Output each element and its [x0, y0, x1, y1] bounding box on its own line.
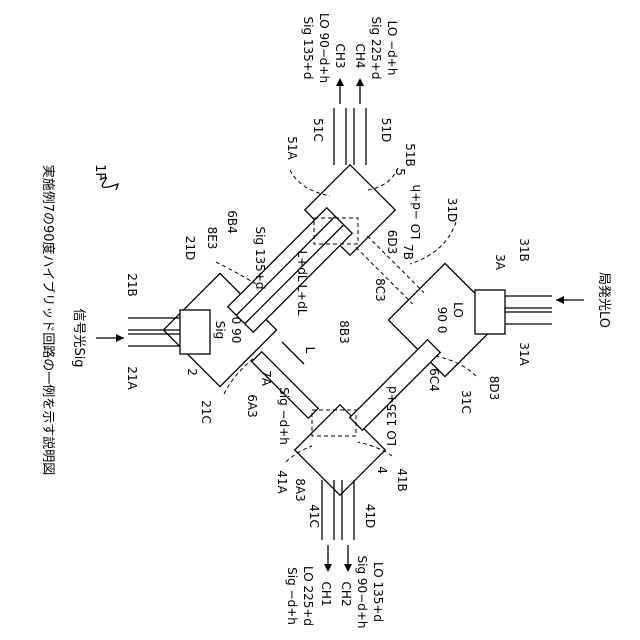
label-l: L	[303, 347, 317, 354]
ref-51A: 51A	[285, 136, 299, 160]
ch2-sig: Sig 90−d+h	[355, 556, 369, 629]
label-lo-90-0-a: 90 0	[435, 307, 449, 334]
figure-label-arrow	[112, 184, 118, 190]
ref-6B4: 6B4	[225, 210, 239, 234]
ch3-lo: LO 90−d+h	[317, 13, 331, 83]
waveguide-band-upper-left	[228, 208, 352, 332]
ref-3A: 3A	[493, 254, 507, 271]
label-sig-0-90-b: 0 90	[229, 317, 243, 344]
length-arrow	[282, 342, 304, 364]
ch3-label: CH3	[333, 43, 347, 68]
ch4-lo: LO −d+h	[385, 21, 399, 76]
ch3-arrow-head	[336, 78, 344, 86]
label-lo-90-0-b: LO	[451, 302, 465, 318]
ref-8E3: 8E3	[205, 227, 219, 250]
ref-41B: 41B	[395, 468, 409, 492]
ref-41C: 41C	[307, 504, 321, 528]
ref-4: 4	[375, 466, 389, 474]
ref-51B: 51B	[403, 143, 417, 167]
ch1-sig: Sig −d+h	[285, 567, 299, 625]
ch1-lo: LO 225+d	[301, 566, 315, 626]
label-lo-m-d-p-h: LO −d+h	[409, 185, 423, 240]
ref-21D: 21D	[183, 236, 197, 261]
ch1-label: CH1	[319, 581, 333, 606]
lo-arrow-head	[556, 296, 564, 304]
ch2-label: CH2	[339, 581, 353, 606]
ref-2: 2	[185, 368, 199, 376]
signal-input-label: 信号光Sig	[71, 308, 86, 367]
ref-6C4: 6C4	[427, 368, 441, 392]
ref-51C: 51C	[311, 118, 325, 142]
ref-31D: 31D	[445, 198, 459, 223]
label-lo-dl: L+dL	[295, 250, 309, 281]
ref-41A: 41A	[275, 470, 289, 494]
label-sig-135d: Sig 135+d	[253, 227, 267, 290]
label-lo-135d: LO 135+d	[385, 386, 399, 446]
ch4-label: CH4	[353, 43, 367, 68]
signal-input-block	[180, 310, 210, 354]
ch3-sig: Sig 135+d	[301, 17, 315, 80]
ref-8C3: 8C3	[373, 278, 387, 302]
ref-7A: 7A	[259, 370, 273, 387]
ref-41D: 41D	[363, 504, 377, 529]
figure-label-squiggle	[100, 177, 112, 187]
ref-31B: 31B	[517, 238, 531, 262]
signal-arrow-head	[116, 334, 124, 342]
ref-6D3: 6D3	[385, 230, 399, 255]
ch2-lo: LO 135+d	[371, 562, 385, 622]
ch4-arrow-head	[356, 78, 364, 86]
ref-31C: 31C	[459, 390, 473, 414]
ref-21A: 21A	[125, 366, 139, 390]
ref-8D3: 8D3	[487, 376, 501, 401]
figure-caption: 実施例7の90度ハイブリッド回路の一例を示す説明図	[40, 165, 56, 476]
label-l-dl: L+dL	[295, 284, 309, 315]
ref-8B3: 8B3	[337, 320, 351, 344]
label-sig-0-90-a: Sig	[213, 321, 227, 340]
ref-5: 5	[393, 168, 407, 176]
ref-31A: 31A	[517, 342, 531, 366]
ref-7B: 7B	[401, 244, 415, 260]
ref-8A3: 8A3	[293, 478, 307, 501]
ref-6A3: 6A3	[245, 394, 259, 417]
lo-input-block	[475, 290, 505, 334]
lo-input-label: 局発光LO	[596, 272, 611, 328]
ch2-arrow-head	[344, 564, 352, 572]
ch4-sig: Sig 225+d	[369, 17, 383, 80]
ch1-arrow-head	[324, 564, 332, 572]
label-sig-m-d-h: Sig −d+h	[277, 387, 291, 445]
ref-21B: 21B	[125, 273, 139, 297]
ref-21C: 21C	[199, 400, 213, 424]
ref-51D: 51D	[379, 118, 393, 143]
